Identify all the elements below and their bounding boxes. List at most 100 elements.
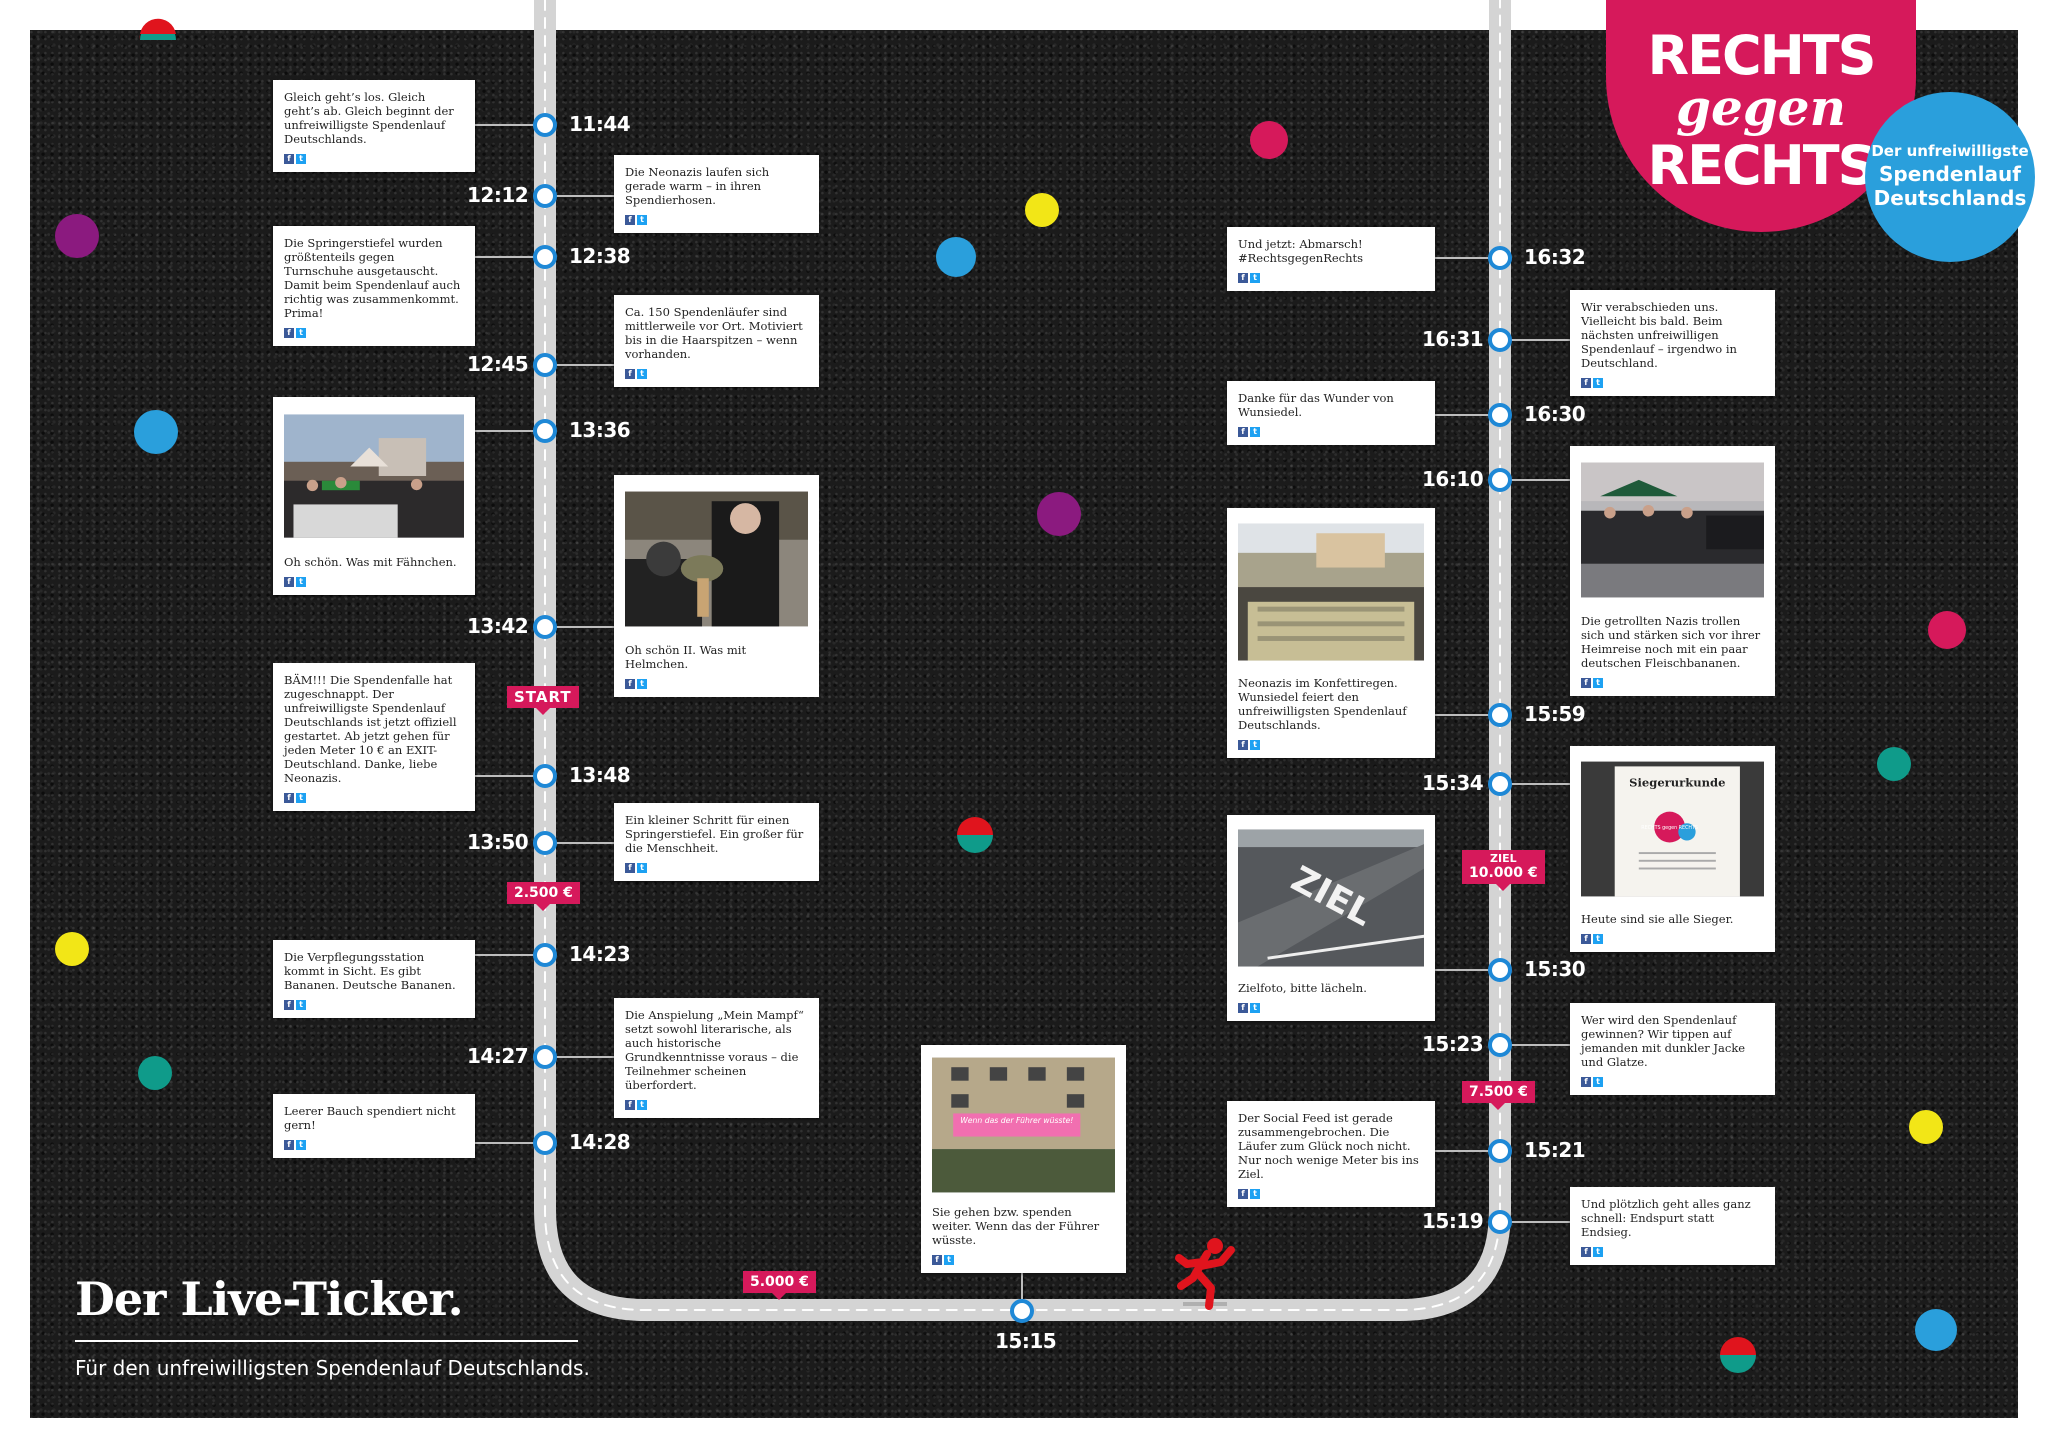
twitter-icon[interactable]: t — [637, 215, 647, 225]
timeline-node[interactable] — [1488, 1139, 1512, 1163]
twitter-icon[interactable]: t — [1250, 427, 1260, 437]
timeline-node[interactable] — [1010, 1299, 1034, 1323]
facebook-icon[interactable]: f — [1238, 740, 1248, 750]
timeline-node[interactable] — [1488, 958, 1512, 982]
twitter-icon[interactable]: t — [296, 577, 306, 587]
twitter-icon[interactable]: t — [1593, 1077, 1603, 1087]
time-label: 12:12 — [467, 183, 529, 207]
facebook-icon[interactable]: f — [625, 679, 635, 689]
facebook-icon[interactable]: f — [1581, 1077, 1591, 1087]
twitter-icon[interactable]: t — [1593, 1247, 1603, 1257]
logo-line2: gegen — [1676, 78, 1846, 137]
facebook-icon[interactable]: f — [625, 369, 635, 379]
ticker-text: Oh schön. Was mit Fähnchen. — [284, 555, 457, 569]
facebook-icon[interactable]: f — [284, 328, 294, 338]
certificate-title: Siegerurkunde — [1629, 776, 1725, 790]
timeline-node[interactable] — [533, 353, 557, 377]
facebook-icon[interactable]: f — [1238, 1189, 1248, 1199]
ticker-text: Die Neonazis laufen sich gerade warm – i… — [625, 165, 770, 207]
time-label: 14:23 — [569, 942, 631, 966]
twitter-icon[interactable]: t — [637, 863, 647, 873]
rechts-gegen-rechts-logo: RECHTS gegen RECHTS — [1606, 0, 1916, 232]
timeline-node[interactable] — [1488, 703, 1512, 727]
timeline-node[interactable] — [533, 419, 557, 443]
timeline-node[interactable] — [533, 1045, 557, 1069]
ticker-card: Wir verabschieden uns. Vielleicht bis ba… — [1570, 290, 1775, 396]
facebook-icon[interactable]: f — [1238, 427, 1248, 437]
time-label: 16:31 — [1422, 327, 1484, 351]
ticker-text: Ein kleiner Schritt für einen Springerst… — [625, 813, 804, 855]
page-title: Der Live-Ticker. — [75, 1272, 464, 1326]
twitter-icon[interactable]: t — [1593, 934, 1603, 944]
timeline-node[interactable] — [1488, 468, 1512, 492]
twitter-icon[interactable]: t — [1593, 378, 1603, 388]
twitter-icon[interactable]: t — [637, 1100, 647, 1110]
facebook-icon[interactable]: f — [284, 1000, 294, 1010]
time-label: 12:38 — [569, 244, 631, 268]
photo-helmet — [625, 491, 808, 627]
twitter-icon[interactable]: t — [1250, 1003, 1260, 1013]
twitter-icon[interactable]: t — [296, 793, 306, 803]
twitter-icon[interactable]: t — [944, 1255, 954, 1265]
badge-line2: Spendenlauf — [1879, 162, 2021, 186]
timeline-node[interactable] — [533, 831, 557, 855]
timeline-node[interactable] — [1488, 1210, 1512, 1234]
facebook-icon[interactable]: f — [1238, 273, 1248, 283]
timeline-node[interactable] — [533, 615, 557, 639]
facebook-icon[interactable]: f — [1581, 378, 1591, 388]
timeline-node[interactable] — [1488, 246, 1512, 270]
timeline-node[interactable] — [533, 245, 557, 269]
twitter-icon[interactable]: t — [1250, 740, 1260, 750]
facebook-icon[interactable]: f — [284, 793, 294, 803]
facebook-icon[interactable]: f — [625, 1100, 635, 1110]
facebook-icon[interactable]: f — [284, 154, 294, 164]
time-label: 16:10 — [1422, 467, 1484, 491]
ticker-text: Danke für das Wunder von Wunsiedel. — [1238, 391, 1394, 419]
timeline-node[interactable] — [533, 184, 557, 208]
page-subtitle: Für den unfreiwilligsten Spendenlauf Deu… — [75, 1356, 590, 1380]
photo-banner: Wenn das der Führer wüsste! — [932, 1057, 1115, 1193]
facebook-icon[interactable]: f — [284, 1140, 294, 1150]
facebook-icon[interactable]: f — [625, 863, 635, 873]
facebook-icon[interactable]: f — [1581, 1247, 1591, 1257]
timeline-node[interactable] — [533, 1131, 557, 1155]
timeline-node[interactable] — [1488, 1033, 1512, 1057]
ticker-text: Die Verpflegungsstation kommt in Sicht. … — [284, 950, 456, 992]
timeline-node[interactable] — [1488, 403, 1512, 427]
time-label: 13:50 — [467, 830, 529, 854]
twitter-icon[interactable]: t — [1593, 678, 1603, 688]
timeline-node[interactable] — [533, 764, 557, 788]
time-label: 15:59 — [1524, 702, 1586, 726]
banner-text: Wenn das der Führer wüsste! — [960, 1116, 1073, 1125]
facebook-icon[interactable]: f — [1581, 678, 1591, 688]
timeline-node[interactable] — [533, 113, 557, 137]
twitter-icon[interactable]: t — [1250, 273, 1260, 283]
timeline-node[interactable] — [533, 943, 557, 967]
twitter-icon[interactable]: t — [296, 1140, 306, 1150]
twitter-icon[interactable]: t — [296, 1000, 306, 1010]
twitter-icon[interactable]: t — [296, 154, 306, 164]
twitter-icon[interactable]: t — [1250, 1189, 1260, 1199]
ticker-text: BÄM!!! Die Spendenfalle hat zugeschnappt… — [284, 673, 457, 785]
time-label: 13:48 — [569, 763, 631, 787]
twitter-icon[interactable]: t — [637, 679, 647, 689]
twitter-icon[interactable]: t — [637, 369, 647, 379]
facebook-icon[interactable]: f — [284, 577, 294, 587]
timeline-node[interactable] — [1488, 772, 1512, 796]
facebook-icon[interactable]: f — [1238, 1003, 1248, 1013]
photo-ziel-road: ZIEL — [1238, 829, 1424, 967]
timeline-node[interactable] — [1488, 328, 1512, 352]
ticker-card: Die Neonazis laufen sich gerade warm – i… — [614, 155, 819, 233]
twitter-icon[interactable]: t — [296, 328, 306, 338]
ticker-card: Die Springerstiefel wurden größtenteils … — [273, 226, 475, 346]
facebook-icon[interactable]: f — [932, 1255, 942, 1265]
time-label: 15:34 — [1422, 771, 1484, 795]
facebook-icon[interactable]: f — [1581, 934, 1591, 944]
facebook-icon[interactable]: f — [625, 215, 635, 225]
ticker-card: Und plötzlich geht alles ganz schnell: E… — [1570, 1187, 1775, 1265]
ziel-label: ZIEL — [1490, 852, 1517, 865]
